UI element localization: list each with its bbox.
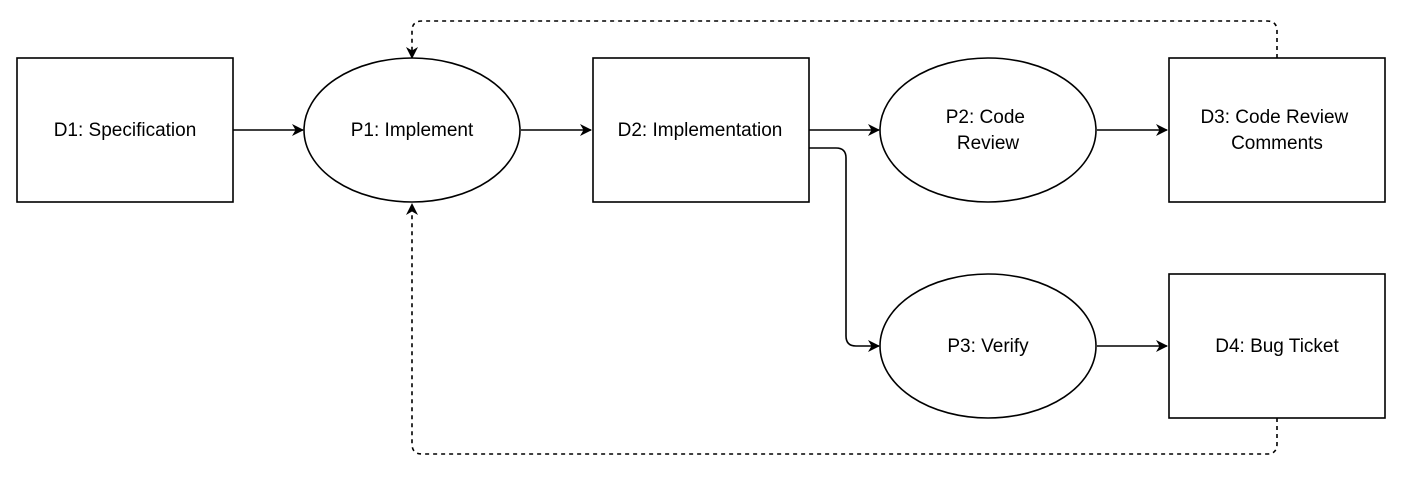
node-label-line: D3: Code Review — [1200, 107, 1348, 128]
edge-d3-p1-feedback — [406, 20, 1278, 59]
node-label: D1: Specification — [54, 120, 197, 141]
node-d2: D2: Implementation — [592, 57, 810, 203]
node-label-line: Comments — [1231, 133, 1323, 154]
edge-d4-p1-feedback — [406, 203, 1278, 455]
p3-verify-process — [879, 273, 1097, 419]
d2-implementation-box — [592, 57, 810, 203]
node-label-line: D1: Specification — [54, 120, 197, 141]
node-d4: D4: Bug Ticket — [1168, 273, 1386, 419]
node-label-line: Review — [957, 133, 1020, 154]
node-label: P3: Verify — [947, 336, 1029, 357]
node-label-line: D4: Bug Ticket — [1215, 336, 1339, 357]
node-d3: D3: Code Review Comments — [1168, 57, 1386, 203]
d4-bug-ticket-box — [1168, 273, 1386, 419]
node-label-line: P2: Code — [946, 107, 1025, 128]
node-label: P2: Code Review — [946, 107, 1031, 154]
d3-code-review-comments-box — [1168, 57, 1386, 203]
node-label-line: P1: Implement — [351, 120, 474, 141]
node-label: D3: Code Review Comments — [1200, 107, 1353, 154]
node-d1: D1: Specification — [16, 57, 234, 203]
node-label: D4: Bug Ticket — [1215, 336, 1339, 357]
edges — [233, 20, 1278, 455]
p2-code-review-process — [879, 57, 1097, 203]
node-p3: P3: Verify — [879, 273, 1097, 419]
node-p2: P2: Code Review — [879, 57, 1097, 203]
d1-specification-box — [16, 57, 234, 203]
node-label: D2: Implementation — [618, 120, 783, 141]
p1-implement-process — [303, 57, 521, 203]
node-p1: P1: Implement — [303, 57, 521, 203]
node-label: P1: Implement — [351, 120, 474, 141]
node-label-line: P3: Verify — [947, 336, 1029, 357]
node-label-line: D2: Implementation — [618, 120, 783, 141]
edge-d2-p3 — [809, 147, 880, 352]
